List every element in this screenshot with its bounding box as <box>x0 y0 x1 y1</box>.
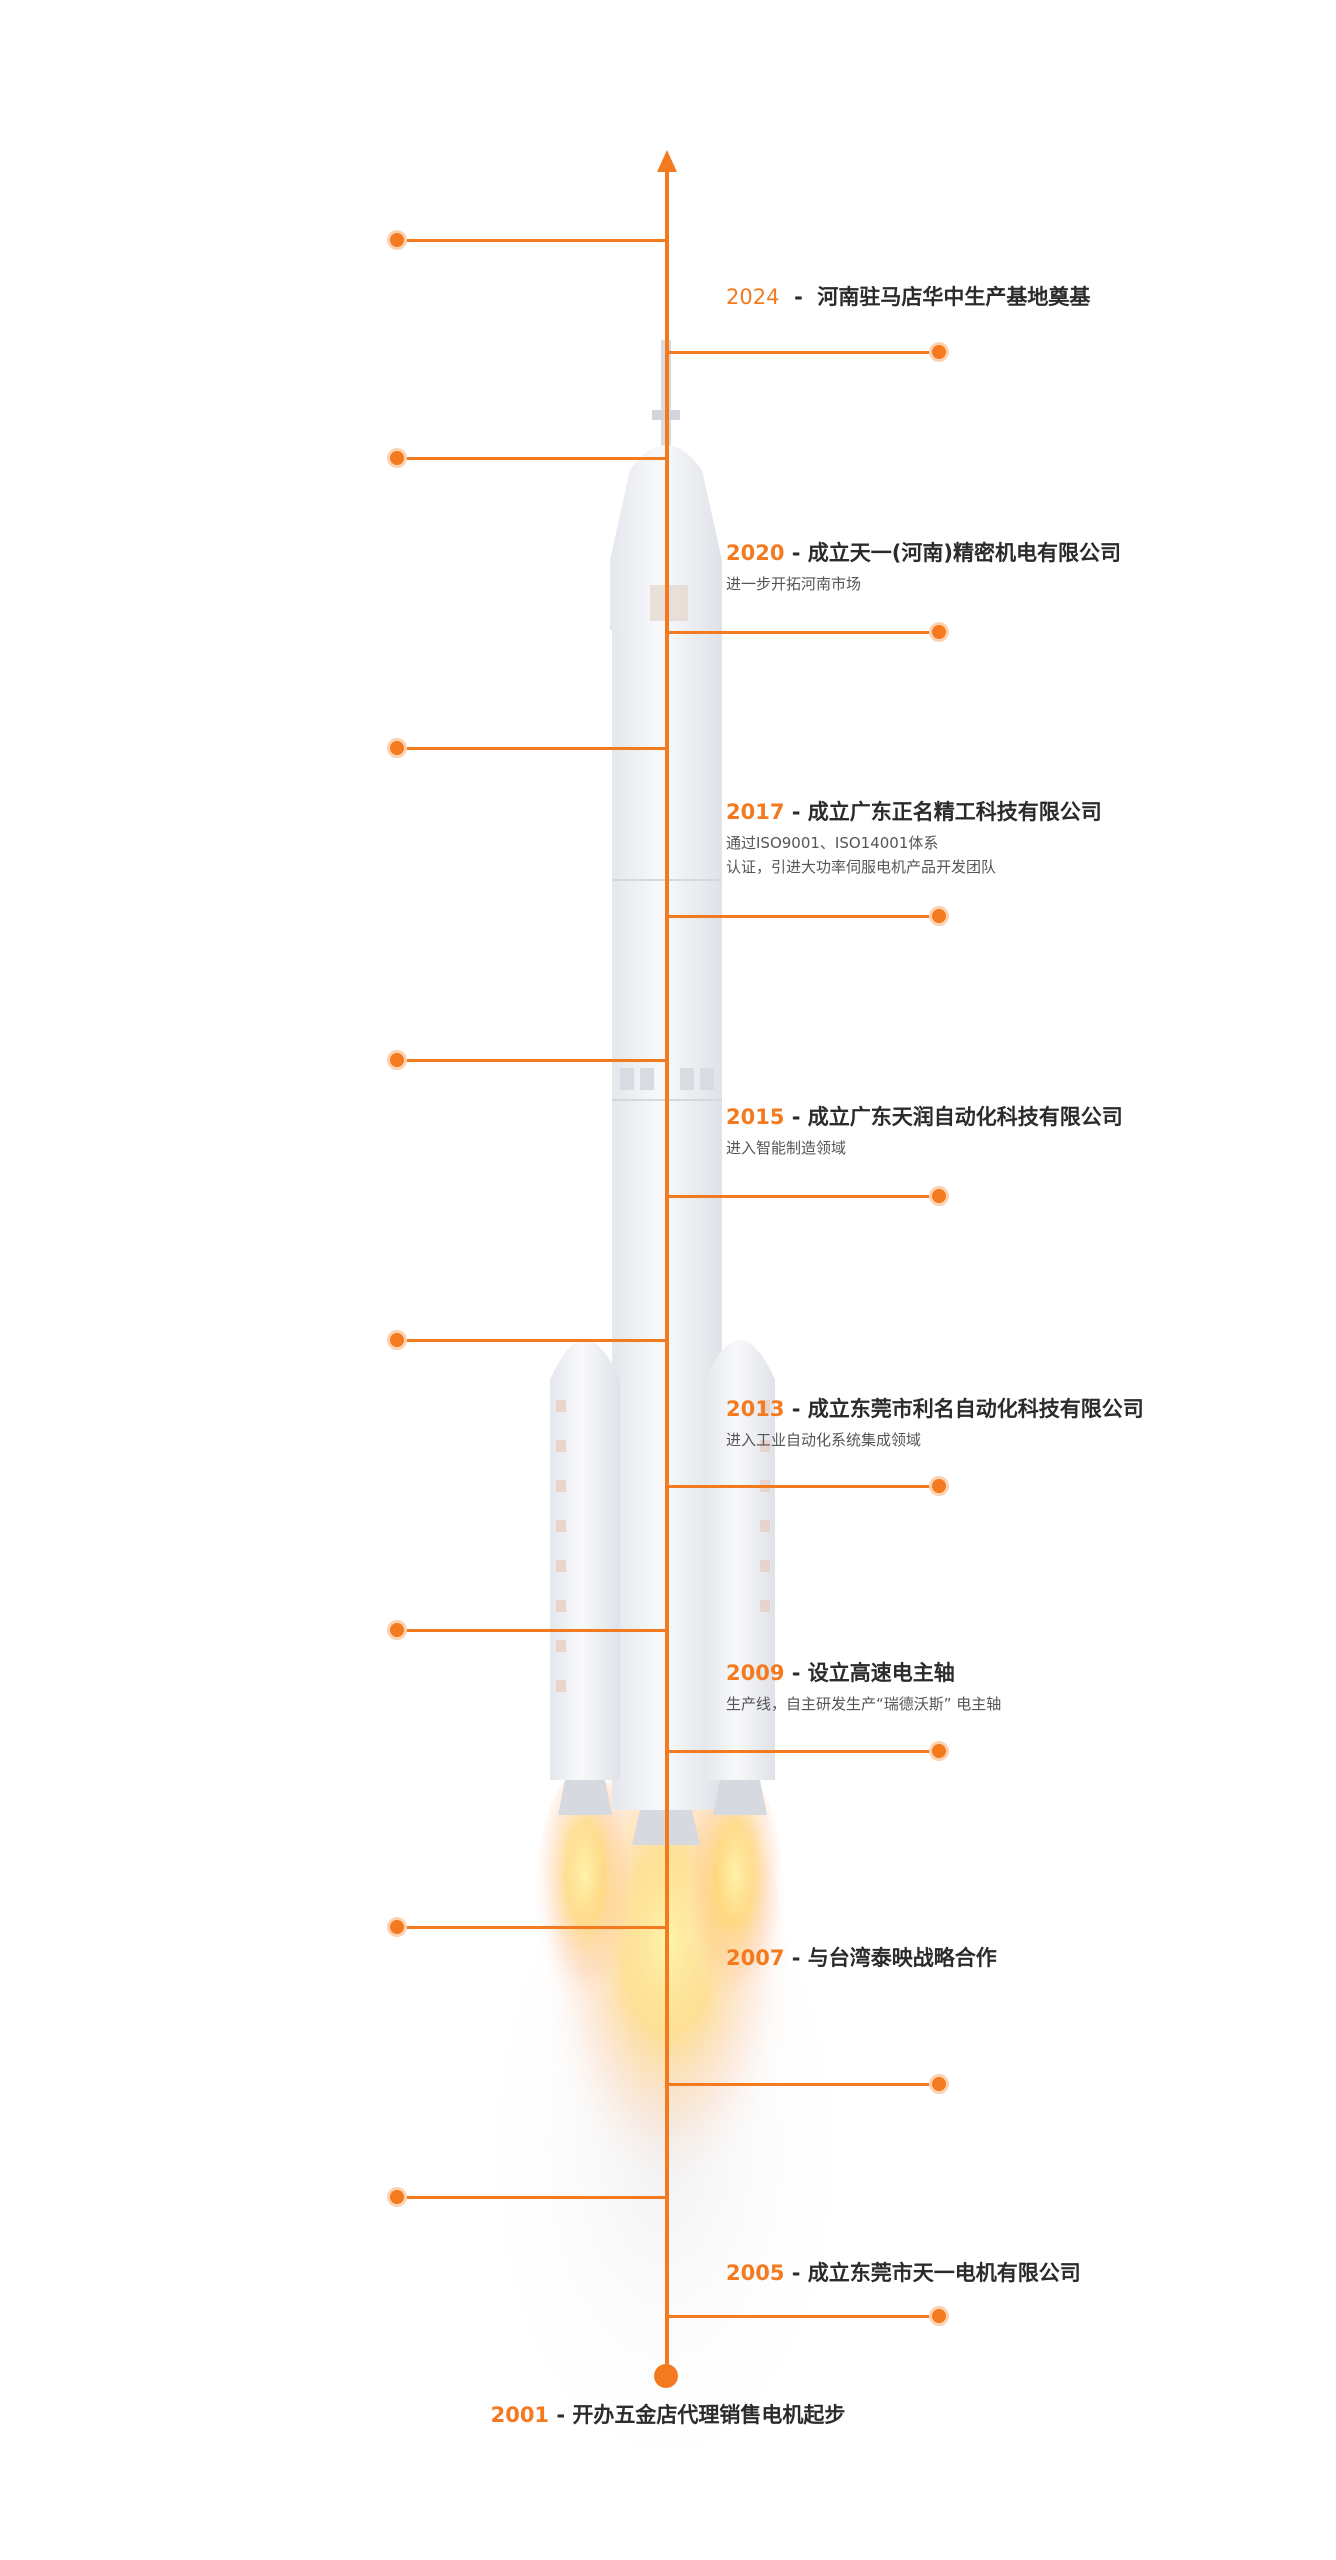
milestone-title-row: 2009 - 设立高速电主轴 <box>726 1658 1001 1688</box>
milestone-description: 通过ISO9001、ISO14001体系 <box>726 834 939 852</box>
milestone-separator: - <box>549 2403 573 2427</box>
milestone-connector-line <box>397 1629 667 1632</box>
milestone-title-row: 2017 - 成立广东正名精工科技有限公司 <box>726 797 1102 827</box>
milestone-text: 2005 - 成立东莞市天一电机有限公司 <box>726 2258 1081 2288</box>
milestone-title: 河南驻马店华中生产基地奠基 <box>817 285 1091 309</box>
milestone-year: 2020 <box>726 541 785 565</box>
milestone-title-row: 2013 - 成立东莞市利名自动化科技有限公司 <box>726 1394 1144 1424</box>
milestone-node-dot <box>387 1620 407 1640</box>
milestone-title: 成立东莞市天一电机有限公司 <box>807 2261 1081 2285</box>
milestone-node-dot <box>387 1917 407 1937</box>
milestone-node-dot <box>929 1741 949 1761</box>
milestone-connector-line <box>667 631 939 634</box>
milestone-description: 进入智能制造领域 <box>726 1139 847 1157</box>
milestone-title: 成立天一(河南)精密机电有限公司 <box>807 541 1121 565</box>
milestone-description: 进一步开拓河南市场 <box>726 575 862 593</box>
milestone-year: 2024 <box>726 285 780 309</box>
milestone-separator: - <box>784 1946 808 1970</box>
milestone-title: 成立广东天润自动化科技有限公司 <box>807 1105 1123 1129</box>
milestone-separator: - <box>784 1105 808 1129</box>
milestone-year: 2007 <box>726 1946 785 1970</box>
timeline-origin-dot <box>654 2364 678 2388</box>
milestone-title-row: 2024 - 河南驻马店华中生产基地奠基 <box>726 282 1090 312</box>
milestone-separator: - <box>784 800 808 824</box>
origin-milestone: 2001 - 开办五金店代理销售电机起步 <box>0 2400 1336 2430</box>
milestone-connector-line <box>397 1339 667 1342</box>
milestone-node-dot <box>387 738 407 758</box>
milestone-year: 2005 <box>726 2261 785 2285</box>
milestone-year: 2015 <box>726 1105 785 1129</box>
milestone-year: 2001 <box>490 2403 550 2427</box>
milestone-title: 设立高速电主轴 <box>807 1661 955 1685</box>
timeline-axis <box>665 160 669 2385</box>
milestone-connector-line <box>397 239 667 242</box>
milestone-connector-line <box>667 915 939 918</box>
milestone-title: 成立东莞市利名自动化科技有限公司 <box>807 1397 1144 1421</box>
milestone-text: 2009 - 设立高速电主轴生产线，自主研发生产“瑞德沃斯” 电主轴 <box>726 1658 1001 1716</box>
milestone-node-dot <box>929 2306 949 2326</box>
milestone-node-dot <box>929 342 949 362</box>
milestone-separator: - <box>779 285 818 309</box>
milestone-connector-line <box>397 2196 667 2199</box>
milestone-separator: - <box>784 541 808 565</box>
milestone-title: 开办五金店代理销售电机起步 <box>572 2403 846 2427</box>
milestone-connector-line <box>667 2315 939 2318</box>
milestone-title-row: 2020 - 成立天一(河南)精密机电有限公司 <box>726 538 1121 568</box>
milestone-title: 成立广东正名精工科技有限公司 <box>807 800 1102 824</box>
milestone-node-dot <box>387 2187 407 2207</box>
milestone-separator: - <box>784 1661 808 1685</box>
milestone-node-dot <box>387 448 407 468</box>
milestone-connector-line <box>397 457 667 460</box>
milestone-node-dot <box>929 906 949 926</box>
milestone-node-dot <box>929 2074 949 2094</box>
axis-arrow-icon <box>657 150 677 172</box>
milestone-text: 2017 - 成立广东正名精工科技有限公司通过ISO9001、ISO14001体… <box>726 797 1102 879</box>
milestone-text: 2020 - 成立天一(河南)精密机电有限公司进一步开拓河南市场 <box>726 538 1121 596</box>
milestone-connector-line <box>667 351 939 354</box>
milestone-title: 与台湾泰映战略合作 <box>807 1946 997 1970</box>
milestone-connector-line <box>397 1926 667 1929</box>
milestone-year: 2017 <box>726 800 785 824</box>
milestone-node-dot <box>929 1476 949 1496</box>
milestone-text: 2024 - 河南驻马店华中生产基地奠基 <box>726 282 1090 312</box>
milestone-title-row: 2005 - 成立东莞市天一电机有限公司 <box>726 2258 1081 2288</box>
milestone-node-dot <box>929 622 949 642</box>
milestone-description: 认证，引进大功率伺服电机产品开发团队 <box>726 858 997 876</box>
milestone-connector-line <box>667 2083 939 2086</box>
milestone-connector-line <box>667 1485 939 1488</box>
milestone-description: 生产线，自主研发生产“瑞德沃斯” 电主轴 <box>726 1695 1002 1713</box>
milestone-connector-line <box>397 747 667 750</box>
milestone-description: 进入工业自动化系统集成领域 <box>726 1431 922 1449</box>
milestone-title-row: 2015 - 成立广东天润自动化科技有限公司 <box>726 1102 1123 1132</box>
milestone-text: 2015 - 成立广东天润自动化科技有限公司进入智能制造领域 <box>726 1102 1123 1160</box>
milestone-separator: - <box>784 2261 808 2285</box>
milestone-title-row: 2007 - 与台湾泰映战略合作 <box>726 1943 997 1973</box>
milestone-year: 2013 <box>726 1397 785 1421</box>
milestone-connector-line <box>397 1059 667 1062</box>
milestone-node-dot <box>929 1186 949 1206</box>
milestone-separator: - <box>784 1397 808 1421</box>
milestone-connector-line <box>667 1750 939 1753</box>
milestone-text: 2007 - 与台湾泰映战略合作 <box>726 1943 997 1973</box>
milestone-connector-line <box>667 1195 939 1198</box>
milestone-text: 2013 - 成立东莞市利名自动化科技有限公司进入工业自动化系统集成领域 <box>726 1394 1144 1452</box>
milestone-year: 2009 <box>726 1661 785 1685</box>
milestone-node-dot <box>387 230 407 250</box>
milestone-node-dot <box>387 1050 407 1070</box>
milestone-node-dot <box>387 1330 407 1350</box>
